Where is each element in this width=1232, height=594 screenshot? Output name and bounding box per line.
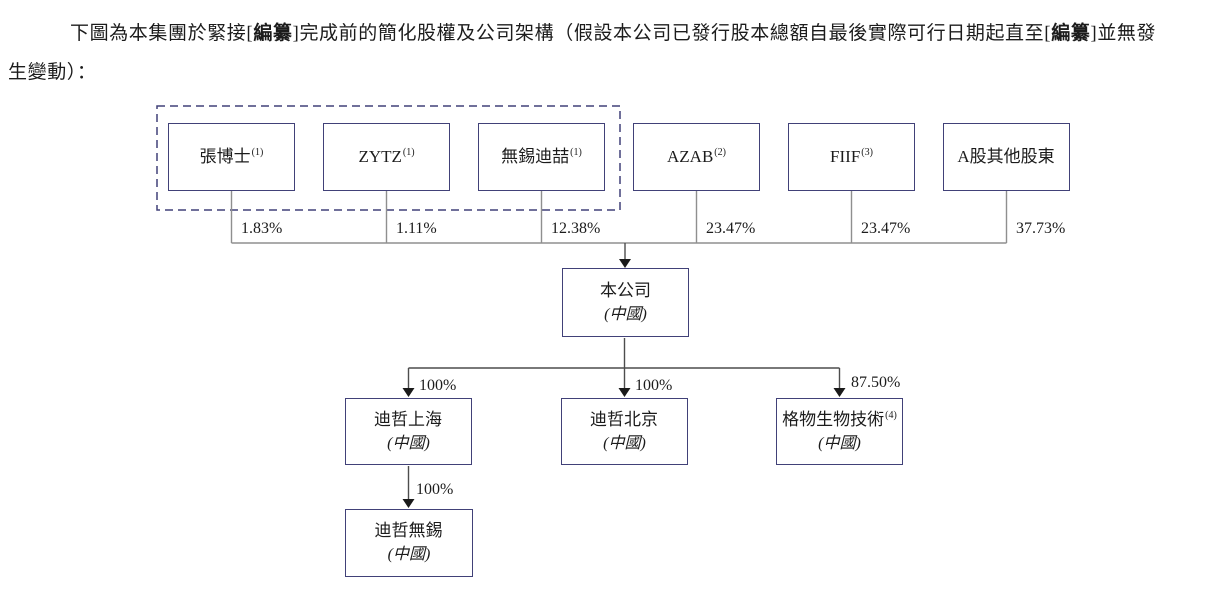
subsidiary-box-gewu-biotech: 格物生物技術(4) (中國) bbox=[776, 398, 903, 465]
shareholder-box-azab: AZAB(2) bbox=[633, 123, 760, 191]
redacted-term: 編纂 bbox=[253, 23, 293, 44]
footnote-marker: (3) bbox=[861, 147, 873, 159]
redacted-term: 編纂 bbox=[1051, 23, 1091, 44]
entity-location: (中國) bbox=[818, 434, 861, 452]
shareholder-box-zytz: ZYTZ(1) bbox=[323, 123, 450, 191]
arrowhead-down-icon bbox=[402, 499, 415, 508]
intro-line-1: 下圖為本集團於緊接[編纂]完成前的簡化股權及公司架構（假設本公司已發行股本總額自… bbox=[8, 14, 1226, 53]
entity-name: 無錫迪喆(1) bbox=[501, 147, 582, 166]
pct-label-wuxi-dizhe: 12.38% bbox=[551, 220, 601, 237]
entity-name: 迪哲無錫 bbox=[374, 521, 443, 540]
entity-location: (中國) bbox=[387, 546, 431, 563]
entity-name: 迪哲上海 bbox=[374, 409, 442, 429]
subsidiary-box-dizhe-beijing: 迪哲北京 (中國) bbox=[561, 398, 688, 465]
entity-name: FIIF(3) bbox=[830, 147, 873, 166]
shareholder-box-zhang-boshi: 張博士(1) bbox=[168, 123, 295, 191]
intro-line-2: 生變動）： bbox=[8, 53, 1226, 92]
company-box: 本公司 (中國) bbox=[562, 268, 689, 337]
entity-name: 本公司 bbox=[600, 280, 651, 300]
intro-text: ]完成前的簡化股權及公司架構（假設本公司已發行股本總額自最後實際可行日期起直至[ bbox=[292, 23, 1052, 44]
entity-name: ZYTZ(1) bbox=[358, 147, 415, 166]
pct-label-fiif: 23.47% bbox=[861, 220, 911, 237]
shareholder-box-wuxi-dizhe: 無錫迪喆(1) bbox=[478, 123, 605, 191]
arrowhead-down-icon bbox=[618, 388, 631, 397]
entity-name: AZAB(2) bbox=[667, 147, 726, 166]
pct-label-gewu-biotech: 87.50% bbox=[851, 374, 901, 391]
pct-label-azab: 23.47% bbox=[706, 220, 756, 237]
entity-location: (中國) bbox=[603, 434, 646, 452]
pct-label-zytz: 1.11% bbox=[396, 220, 437, 237]
entity-location: (中國) bbox=[387, 434, 430, 452]
intro-paragraph: 下圖為本集團於緊接[編纂]完成前的簡化股權及公司架構（假設本公司已發行股本總額自… bbox=[8, 14, 1226, 92]
intro-text: ]並無發 bbox=[1090, 23, 1157, 44]
footnote-marker: (1) bbox=[251, 147, 264, 159]
arrowhead-down-icon bbox=[833, 388, 846, 397]
entity-name: A股其他股東 bbox=[957, 147, 1055, 166]
arrowhead-down-icon bbox=[619, 259, 631, 268]
pct-label-dizhe-wuxi: 100% bbox=[416, 481, 454, 498]
arrowhead-down-icon bbox=[402, 388, 415, 397]
pct-label-dizhe-beijing: 100% bbox=[635, 377, 673, 394]
intro-text: 生變動）： bbox=[8, 62, 97, 83]
entity-location: (中國) bbox=[604, 305, 647, 323]
pct-label-dizhe-shanghai: 100% bbox=[419, 377, 457, 394]
footnote-marker: (1) bbox=[402, 147, 415, 159]
subsidiary-box-dizhe-shanghai: 迪哲上海 (中國) bbox=[345, 398, 472, 465]
shareholder-box-fiif: FIIF(3) bbox=[788, 123, 915, 191]
intro-text: 下圖為本集團於緊接[ bbox=[70, 23, 254, 44]
pct-label-zhang-boshi: 1.83% bbox=[241, 220, 283, 237]
footnote-marker: (2) bbox=[714, 147, 726, 159]
company-connector bbox=[619, 243, 631, 268]
entity-name: 張博士(1) bbox=[199, 147, 264, 166]
pct-label-a-share-others: 37.73% bbox=[1016, 220, 1066, 237]
shareholder-box-a-share-others: A股其他股東 bbox=[943, 123, 1070, 191]
entity-name: 迪哲北京 bbox=[590, 409, 658, 429]
entity-name: 格物生物技術(4) bbox=[782, 409, 897, 429]
footnote-marker: (1) bbox=[570, 147, 582, 159]
subsidiary-box-dizhe-wuxi: 迪哲無錫 (中國) bbox=[345, 509, 473, 577]
footnote-marker: (4) bbox=[885, 409, 897, 421]
